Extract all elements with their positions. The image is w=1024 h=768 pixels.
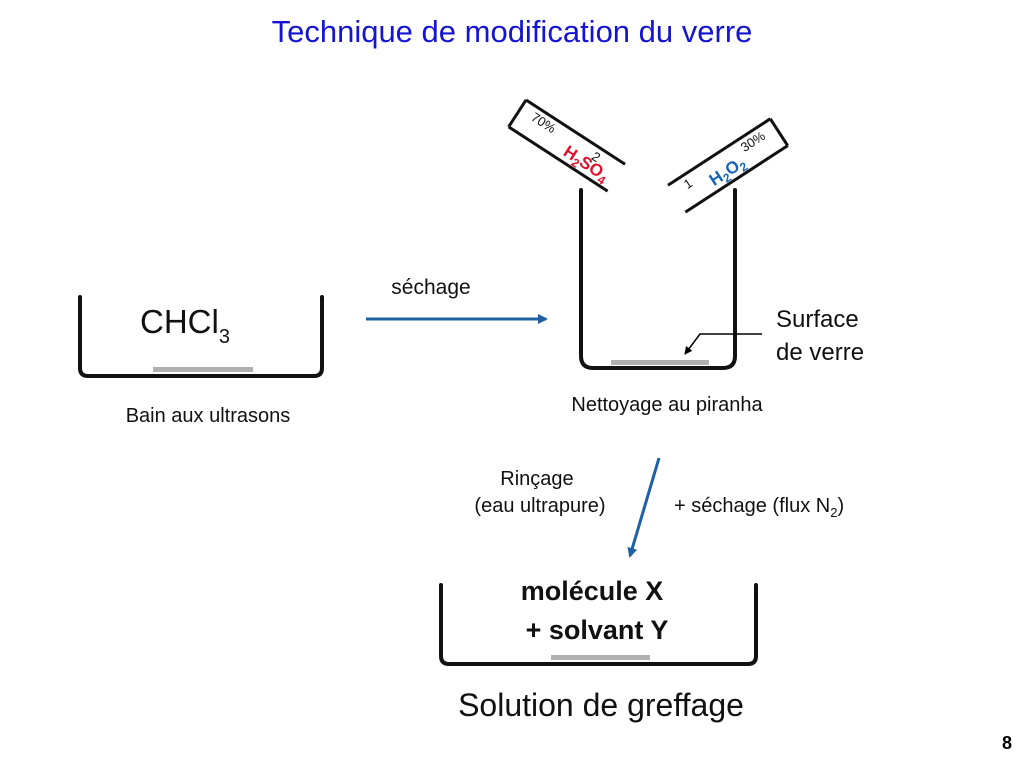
grafting-solvent-label: + solvant Y [526,615,669,645]
rinse-drying-label: + séchage (flux N2) [674,495,844,520]
grafting-caption: Solution de greffage [458,687,744,723]
ultrasonic-bath: CHCl3 Bain aux ultrasons [78,295,324,427]
h2o2-formula: H2O2 [706,152,751,192]
rinse-arrow: Rinçage (eau ultrapure) + séchage (flux … [474,457,844,558]
surface-label-line2: de verre [776,339,864,366]
h2so4-tube: 70% 2 H2SO4 [507,98,626,193]
rinse-label-line1: Rinçage [500,468,573,490]
surface-pointer [684,333,762,355]
drying-arrow-label: séchage [391,276,470,299]
h2o2-tube: 1 30% H2O2 [667,117,789,214]
piranha-beaker: Surface de verre Nettoyage au piranha [571,188,864,416]
grafting-molecule-label: molécule X [521,576,664,606]
piranha-caption: Nettoyage au piranha [571,394,763,416]
page-number: 8 [1001,733,1012,753]
solvent-label: CHCl3 [140,303,230,348]
grafting-bath: molécule X + solvant Y Solution de greff… [439,576,758,723]
ultrasonic-bath-caption: Bain aux ultrasons [126,405,291,427]
glass-slide-1 [153,367,253,372]
surface-label-line1: Surface [776,306,859,333]
slide-title: Technique de modification du verre [271,14,753,49]
drying-arrow: séchage [366,276,548,324]
h2so4-percent: 70% [529,109,559,136]
glass-slide-3 [551,655,650,660]
h2o2-percent: 30% [738,128,768,155]
glass-slide-2 [611,360,709,365]
h2o2-order: 1 [681,175,695,192]
rinse-label-line2: (eau ultrapure) [474,495,605,517]
